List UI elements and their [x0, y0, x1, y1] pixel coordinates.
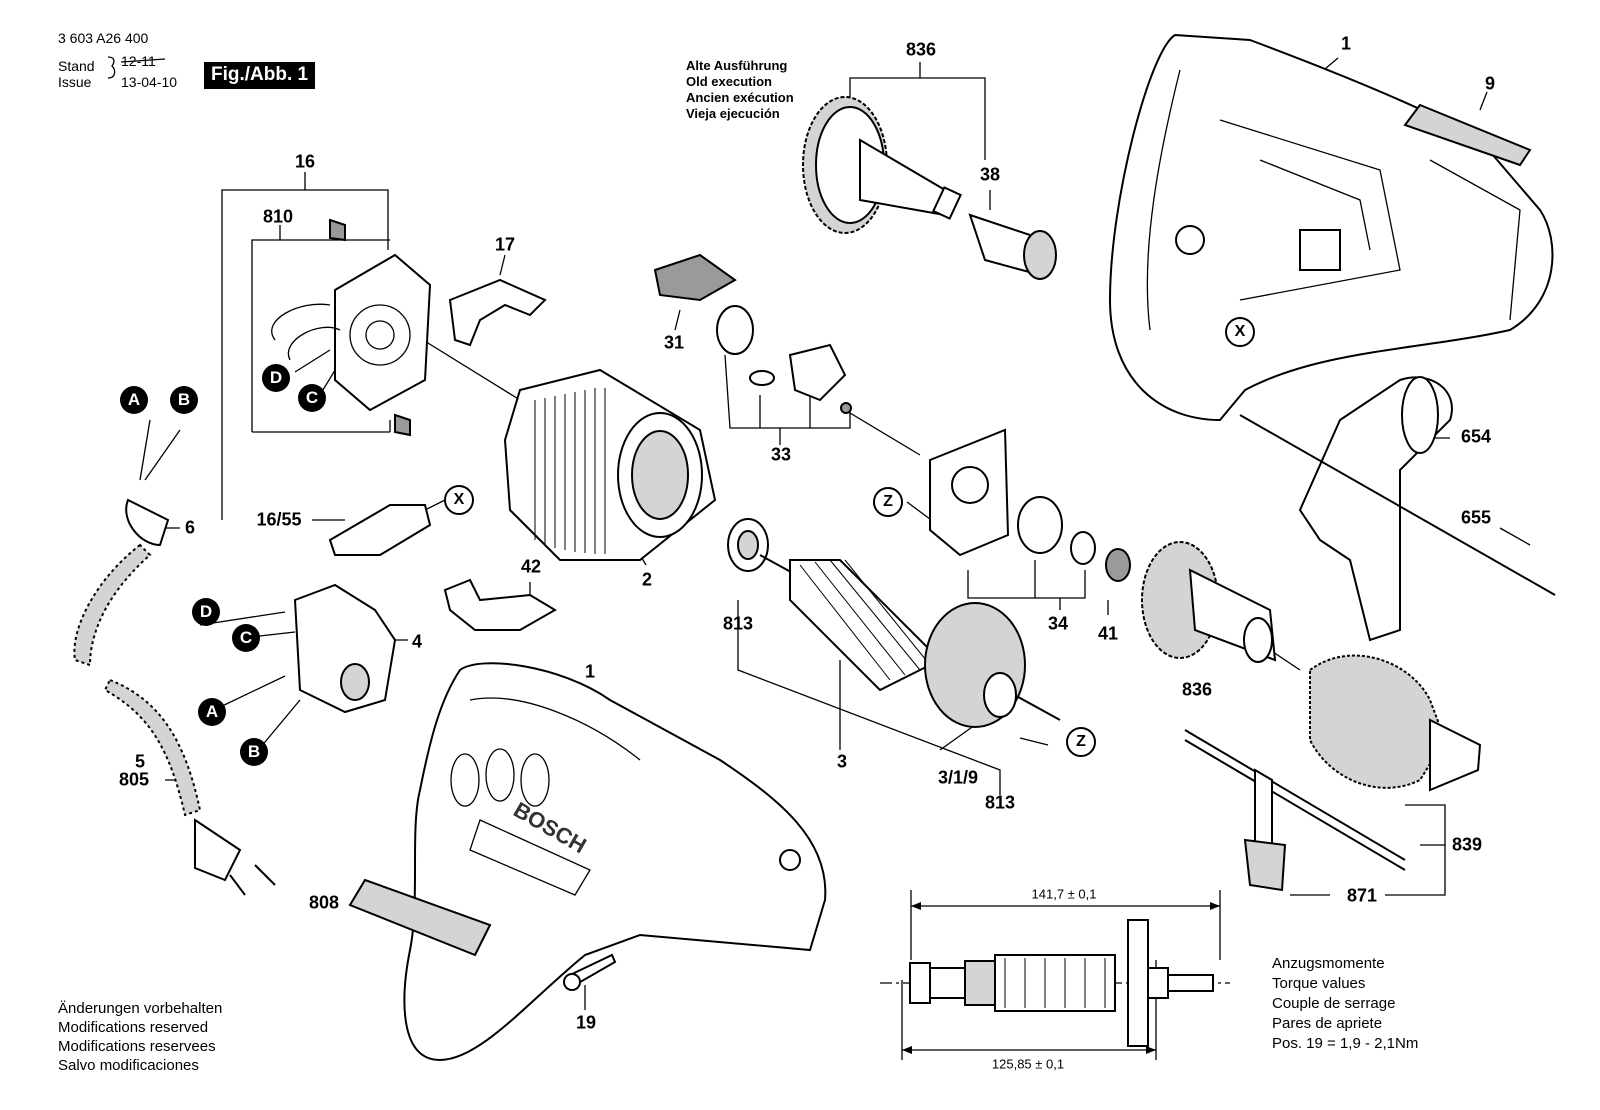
dimension-inner-length: 125,85 ± 0,1: [991, 1056, 1065, 1072]
part-number-label: 810: [262, 206, 294, 227]
label-strip-808: [348, 878, 492, 957]
torque-value: Pos. 19 = 1,9 - 2,1Nm: [1272, 1035, 1419, 1052]
chuck-key-871: [1184, 729, 1406, 892]
brush-holder-16: [271, 218, 432, 437]
footer-note-en: Modifications reserved: [58, 1019, 209, 1036]
part-number-label: 871: [1346, 885, 1378, 906]
part-number-label: 813: [984, 792, 1016, 813]
old-execution-en: Old execution: [686, 74, 772, 89]
part-number-label: 31: [663, 332, 685, 353]
housing-half-left: [403, 662, 827, 1062]
footer-note-fr: Modifications reservees: [58, 1038, 216, 1055]
torque-heading-es: Pares de apriete: [1272, 1015, 1383, 1032]
part-number-label: 16: [294, 151, 316, 172]
part-number-label: 38: [979, 164, 1001, 185]
callout-D: D: [262, 364, 290, 392]
power-cord-5: [73, 419, 276, 896]
part-number-label: 654: [1460, 426, 1492, 447]
clip-17: [448, 278, 547, 347]
gear-836: [1141, 541, 1277, 663]
doc-number: 3 603 A26 400: [58, 30, 149, 46]
strike-line: [120, 58, 166, 63]
armature-dimension-drawing: [880, 890, 1230, 1060]
part-42: [443, 578, 557, 631]
figure-label: Fig./Abb. 1: [204, 62, 316, 89]
callout-B: B: [170, 386, 198, 414]
ring-34: [1017, 496, 1063, 554]
part-number-label: 16/55: [256, 509, 302, 530]
stand-label: Stand: [58, 58, 95, 74]
armature-3: [759, 554, 1061, 728]
washer-33: [716, 305, 754, 355]
part-number-label: 805: [118, 769, 150, 790]
switch-4: [293, 583, 397, 714]
footer-note-de: Änderungen vorbehalten: [58, 1000, 223, 1017]
bearing-813: [727, 518, 769, 572]
auxiliary-handle-654: [1239, 376, 1556, 642]
gear-836-old: [802, 96, 962, 234]
part-number-label: 42: [520, 556, 542, 577]
torque-heading-fr: Couple de serrage: [1272, 995, 1396, 1012]
part-number-label: 839: [1451, 834, 1483, 855]
part-number-label: 9: [1484, 73, 1496, 94]
chuck-839: [1309, 654, 1482, 792]
part-number-label: 836: [1181, 679, 1213, 700]
callout-Z: Z: [1066, 727, 1096, 757]
header-brace: [107, 56, 116, 79]
issue-label: Issue: [58, 74, 92, 90]
part-number-label: 3/1/9: [937, 767, 979, 788]
part-number-label: 1: [584, 661, 596, 682]
old-execution-de: Alte Ausführung: [686, 58, 788, 73]
part-number-label: 813: [722, 613, 754, 634]
old-execution-fr: Ancien exécution: [686, 90, 794, 105]
stator-2: [503, 368, 717, 561]
bushing-38: [968, 213, 1057, 280]
callout-X: X: [1225, 317, 1255, 347]
part-number-label: 19: [575, 1012, 597, 1033]
part-number-label: 808: [308, 892, 340, 913]
callout-B: B: [240, 738, 268, 766]
stand-date: 12-11: [121, 53, 156, 69]
callout-A: A: [198, 698, 226, 726]
callout-A: A: [120, 386, 148, 414]
part-number-label: 4: [411, 631, 423, 652]
callout-Z: Z: [873, 487, 903, 517]
part-number-label: 655: [1460, 507, 1492, 528]
torque-heading-en: Torque values: [1272, 975, 1366, 992]
part-number-label: 17: [494, 234, 516, 255]
torque-heading-de: Anzugsmomente: [1272, 955, 1385, 972]
callout-X: X: [444, 485, 474, 515]
part-number-label: 33: [770, 444, 792, 465]
brush-cover-31: [653, 253, 737, 302]
part-number-label: 1: [1340, 33, 1352, 54]
part-number-label: 34: [1047, 613, 1069, 634]
label-strip-9: [1403, 103, 1532, 167]
part-number-label: 3: [836, 751, 848, 772]
dimension-overall-length: 141,7 ± 0,1: [1031, 886, 1097, 902]
spring-16-55: [328, 504, 432, 556]
footer-note-es: Salvo modificaciones: [58, 1057, 199, 1074]
callout-C: C: [298, 384, 326, 412]
part-number-label: 2: [641, 569, 653, 590]
circlip-41: [1105, 548, 1131, 582]
part-number-label: 836: [905, 39, 937, 60]
callout-D: D: [192, 598, 220, 626]
fan-hub-33: [788, 343, 847, 402]
old-execution-es: Vieja ejecución: [686, 106, 780, 121]
part-number-label: 5: [134, 751, 146, 772]
part-number-label: 41: [1097, 623, 1119, 644]
issue-date: 13-04-10: [121, 74, 178, 90]
part-number-label: 6: [184, 517, 196, 538]
callout-C: C: [232, 624, 260, 652]
